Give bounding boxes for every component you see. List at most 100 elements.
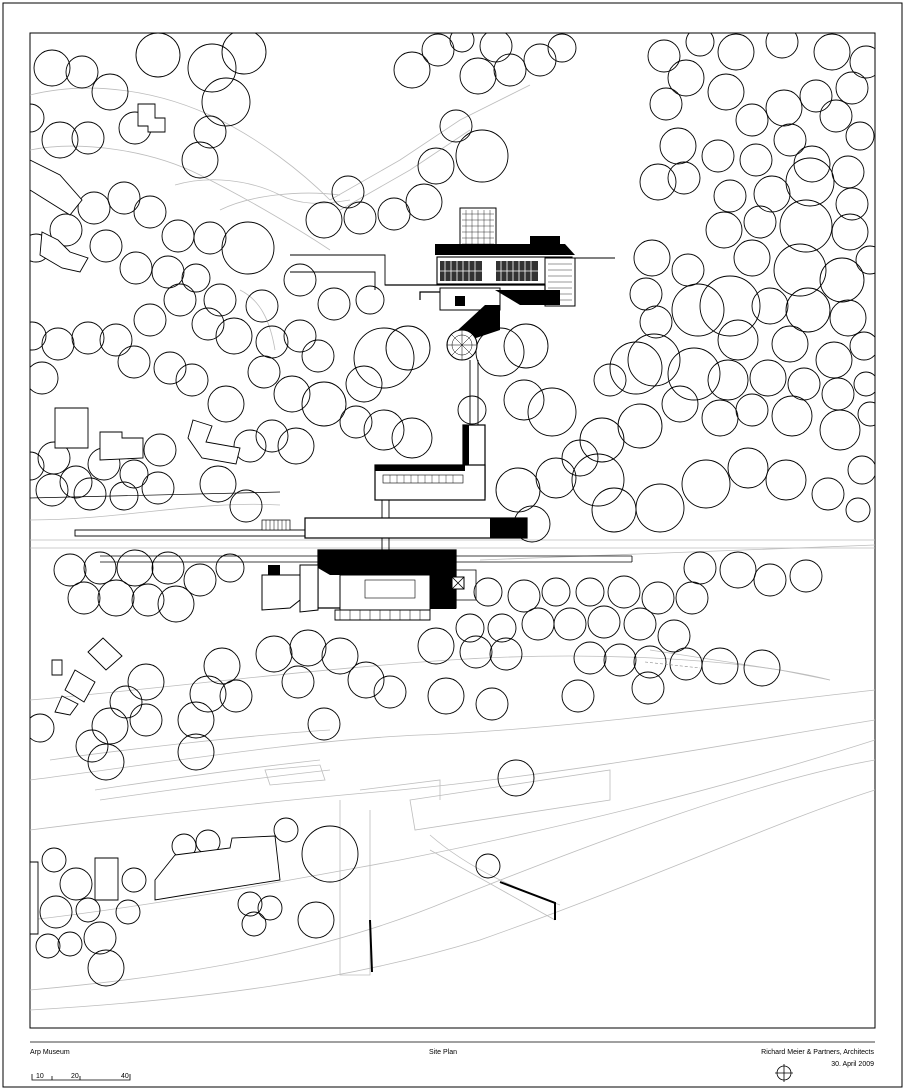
tree-canopy xyxy=(639,305,673,339)
tree-canopy xyxy=(819,409,861,451)
tree-canopy xyxy=(121,867,147,893)
tree-canopy xyxy=(649,87,683,121)
station-building xyxy=(261,549,477,621)
tree-canopy xyxy=(257,895,283,921)
tree-canopy xyxy=(277,427,315,465)
tree-canopy xyxy=(181,263,211,293)
tree-canopy xyxy=(255,635,293,673)
tree-canopy xyxy=(771,325,809,363)
tree-canopy xyxy=(73,477,107,511)
tree-canopy xyxy=(773,123,807,157)
tree-canopy xyxy=(41,847,67,873)
tree-canopy xyxy=(707,359,749,401)
tree-canopy xyxy=(743,205,777,239)
tree-canopy xyxy=(255,419,289,453)
tree-canopy xyxy=(131,583,165,617)
tree-canopy xyxy=(631,671,665,705)
tree-canopy xyxy=(427,677,465,715)
tree-canopy xyxy=(541,577,571,607)
tree-canopy xyxy=(30,361,59,395)
tree-canopy xyxy=(219,679,253,713)
tree-canopy xyxy=(307,707,341,741)
tree-canopy xyxy=(193,115,227,149)
tree-canopy xyxy=(107,181,141,215)
tree-canopy xyxy=(233,429,267,463)
tree-canopy xyxy=(459,57,497,95)
tree-canopy xyxy=(77,191,111,225)
scale-label-40: 40 xyxy=(121,1073,129,1080)
tree-canopy xyxy=(449,33,475,53)
tree-canopy xyxy=(83,551,117,585)
tree-canopy xyxy=(283,319,317,353)
tree-canopy xyxy=(30,451,45,481)
tree-canopy xyxy=(847,455,875,485)
tree-canopy xyxy=(727,447,769,489)
tree-canopy xyxy=(633,645,667,679)
road-edges xyxy=(369,661,701,973)
tree-canopy xyxy=(603,643,637,677)
tree-canopy xyxy=(493,53,527,87)
project-name: Arp Museum xyxy=(30,1049,70,1056)
tree-canopy xyxy=(83,921,117,955)
tree-canopy xyxy=(701,139,735,173)
tree-canopy xyxy=(127,663,165,701)
tree-canopy xyxy=(819,99,853,133)
tree-canopy xyxy=(635,483,685,533)
tree-canopy xyxy=(215,317,253,355)
tree-canopy xyxy=(301,381,347,427)
tree-canopy xyxy=(547,33,577,63)
tree-canopy xyxy=(417,147,455,185)
tree-canopy xyxy=(135,33,181,78)
tree-canopy xyxy=(609,341,663,395)
tree-canopy xyxy=(661,385,699,423)
tree-canopy xyxy=(71,121,105,155)
tree-canopy xyxy=(30,713,55,743)
tree-canopy xyxy=(133,195,167,229)
platform-structure xyxy=(30,491,528,539)
tree-canopy xyxy=(221,33,267,75)
tree-canopy xyxy=(641,581,675,615)
tree-canopy xyxy=(475,853,501,879)
tree-canopy xyxy=(215,553,245,583)
tree-canopy xyxy=(117,345,151,379)
tree-canopy xyxy=(59,465,93,499)
tree-canopy xyxy=(623,607,657,641)
tree-canopy xyxy=(49,213,83,247)
tree-canopy xyxy=(713,179,747,213)
tree-canopy xyxy=(153,351,187,385)
tree-canopy xyxy=(853,371,875,397)
drawing-date: 30. April 2009 xyxy=(831,1061,874,1068)
tree-canopy xyxy=(417,627,455,665)
tree-canopy xyxy=(283,263,317,297)
tree-canopy xyxy=(99,323,133,357)
tree-canopy xyxy=(157,585,195,623)
tree-canopy xyxy=(667,347,721,401)
tree-canopy xyxy=(237,891,263,917)
tree-canopy xyxy=(143,433,177,467)
tree-canopy xyxy=(845,121,875,151)
tree-canopy xyxy=(151,255,185,289)
tree-canopy xyxy=(203,283,237,317)
tree-canopy xyxy=(671,283,725,337)
museum-middle-building xyxy=(374,424,486,501)
tree-canopy xyxy=(141,471,175,505)
tree-canopy xyxy=(523,43,557,77)
tree-canopy xyxy=(719,551,757,589)
tree-canopy xyxy=(659,127,697,165)
tree-canopy xyxy=(373,675,407,709)
tree-canopy xyxy=(305,201,343,239)
tree-canopy xyxy=(321,637,359,675)
tree-canopy xyxy=(345,365,383,403)
tree-canopy xyxy=(647,39,681,73)
tree-canopy xyxy=(339,405,373,439)
tree-canopy xyxy=(561,679,595,713)
tree-canopy xyxy=(857,401,875,427)
tree-canopy xyxy=(717,33,755,71)
tree-canopy xyxy=(385,325,431,371)
tree-canopy xyxy=(553,607,587,641)
tree-canopy xyxy=(459,635,493,669)
tree-canopy xyxy=(507,579,541,613)
tree-canopy xyxy=(831,213,869,251)
